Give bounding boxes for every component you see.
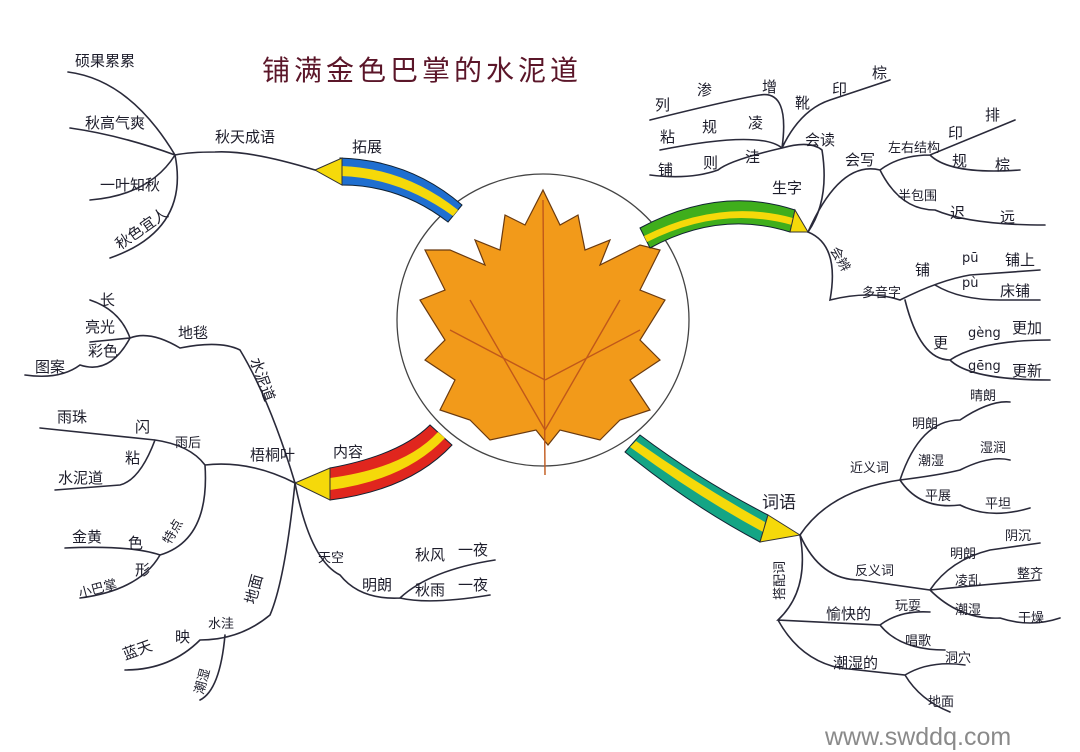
read-char: 粘: [660, 128, 675, 146]
polyphone-word: 床铺: [1000, 282, 1030, 300]
semi-enclosed-label: 半包围: [898, 189, 937, 204]
read-char: 列: [655, 96, 670, 114]
read-char: 靴: [795, 94, 810, 112]
read-char: 增: [762, 78, 777, 96]
write-char: 排: [985, 106, 1000, 124]
idiom-item: 秋色宜人: [112, 204, 171, 253]
words-label: 词语: [762, 493, 796, 513]
read-char: 则: [703, 154, 718, 172]
leaf-item: 雨珠: [57, 408, 87, 426]
collocation-item: 潮湿的: [833, 654, 878, 672]
sky-item: 一夜: [458, 576, 488, 594]
ground-label: 地面: [241, 572, 266, 606]
leaf-item: 水泥道: [58, 469, 103, 487]
word-item: 平坦: [985, 497, 1011, 512]
word-item: 整齐: [1017, 566, 1043, 582]
read-char: 洼: [745, 148, 760, 166]
pinyin: pū: [962, 251, 979, 266]
carpet-item: 彩色: [88, 342, 118, 360]
read-char: 渗: [697, 81, 712, 99]
synonyms-label: 近义词: [850, 461, 889, 476]
leaves-label: 梧桐叶: [250, 446, 295, 464]
read-char: 铺: [658, 161, 673, 179]
write-char: 印: [948, 124, 963, 142]
leaf-item: 金黄: [72, 528, 102, 546]
pinyin: gēng: [968, 359, 1001, 374]
pencil-extend: [313, 157, 463, 223]
polyphone-label: 多音字: [862, 285, 901, 301]
idioms-label: 秋天成语: [215, 128, 275, 146]
polyphone-char: 更: [933, 334, 948, 352]
leaf-item: 粘: [125, 449, 140, 467]
polyphone-word: 铺上: [1005, 251, 1035, 269]
polyphone-word: 更新: [1012, 362, 1042, 380]
write-char: 棕: [995, 156, 1010, 174]
word-item: 平展: [925, 489, 951, 504]
word-item: 凌乱: [955, 574, 981, 589]
collocation-item: 洞穴: [945, 651, 971, 666]
sky-item: 秋雨: [415, 581, 445, 599]
write-char: 远: [1000, 208, 1015, 226]
pinyin: pù: [962, 276, 979, 291]
carpet-item: 图案: [35, 358, 65, 376]
collocation-item: 唱歌: [905, 634, 931, 649]
idiom-item: 一叶知秋: [100, 176, 160, 194]
write-char: 规: [952, 152, 967, 170]
ground-item: 潮湿: [192, 667, 213, 696]
write-label: 会写: [845, 151, 875, 169]
carpet-label: 地毯: [178, 324, 208, 342]
clear-label: 明朗: [362, 576, 392, 594]
ground-item: 蓝天: [120, 637, 154, 664]
read-char: 印: [832, 80, 847, 98]
leaf-item: 色: [128, 534, 143, 552]
word-item: 晴朗: [970, 389, 996, 404]
leaf-item: 闪: [135, 418, 150, 436]
word-item: 干燥: [1018, 611, 1044, 626]
word-item: 潮湿: [955, 603, 981, 618]
word-item: 阴沉: [1005, 529, 1031, 544]
read-char: 凌: [748, 114, 763, 132]
central-leaf-image: [396, 173, 690, 476]
sky-label: 天空: [318, 551, 344, 566]
left-right-structure-label: 左右结构: [888, 141, 940, 156]
characters-label: 生字: [772, 179, 802, 197]
collocation-item: 玩耍: [895, 599, 921, 614]
branch-lines: [24, 71, 1061, 713]
sky-item: 一夜: [458, 541, 488, 559]
pencil-characters: [639, 200, 809, 249]
leaf-item: 形: [135, 561, 150, 579]
word-item: 湿润: [980, 441, 1006, 456]
polyphone-char: 铺: [915, 261, 930, 279]
word-item: 明朗: [950, 547, 976, 562]
collocation-item: 愉快的: [826, 605, 871, 623]
content-label: 内容: [333, 443, 363, 461]
watermark: www.swddq.com: [824, 723, 1011, 751]
after-rain-label: 雨后: [175, 436, 201, 451]
collocation-item: 地面: [928, 695, 954, 710]
read-char: 规: [702, 118, 717, 136]
word-item: 明朗: [912, 417, 938, 432]
pencil-content: [293, 424, 453, 501]
pinyin: gèng: [968, 326, 1001, 341]
extend-label: 拓展: [352, 138, 382, 156]
word-item: 潮湿: [918, 454, 944, 469]
idiom-item: 秋高气爽: [85, 114, 145, 132]
read-char: 棕: [872, 64, 887, 82]
antonyms-label: 反义词: [855, 564, 894, 579]
collocations-label: 搭配词: [772, 561, 788, 600]
road-label: 水泥道: [246, 355, 278, 403]
idiom-item: 硕果累累: [75, 52, 135, 70]
read-label: 会读: [805, 131, 835, 149]
ground-item: 映: [175, 628, 190, 646]
carpet-item: 长: [100, 291, 115, 309]
write-char: 迟: [950, 204, 965, 222]
sky-item: 秋风: [415, 546, 445, 564]
carpet-item: 亮光: [85, 318, 115, 336]
pencil-words: [624, 434, 802, 543]
puddle-label: 水洼: [208, 617, 234, 632]
leaf-item: 小巴掌: [77, 577, 119, 602]
map-title: 铺满金色巴掌的水泥道: [262, 54, 582, 87]
polyphone-word: 更加: [1012, 319, 1042, 337]
